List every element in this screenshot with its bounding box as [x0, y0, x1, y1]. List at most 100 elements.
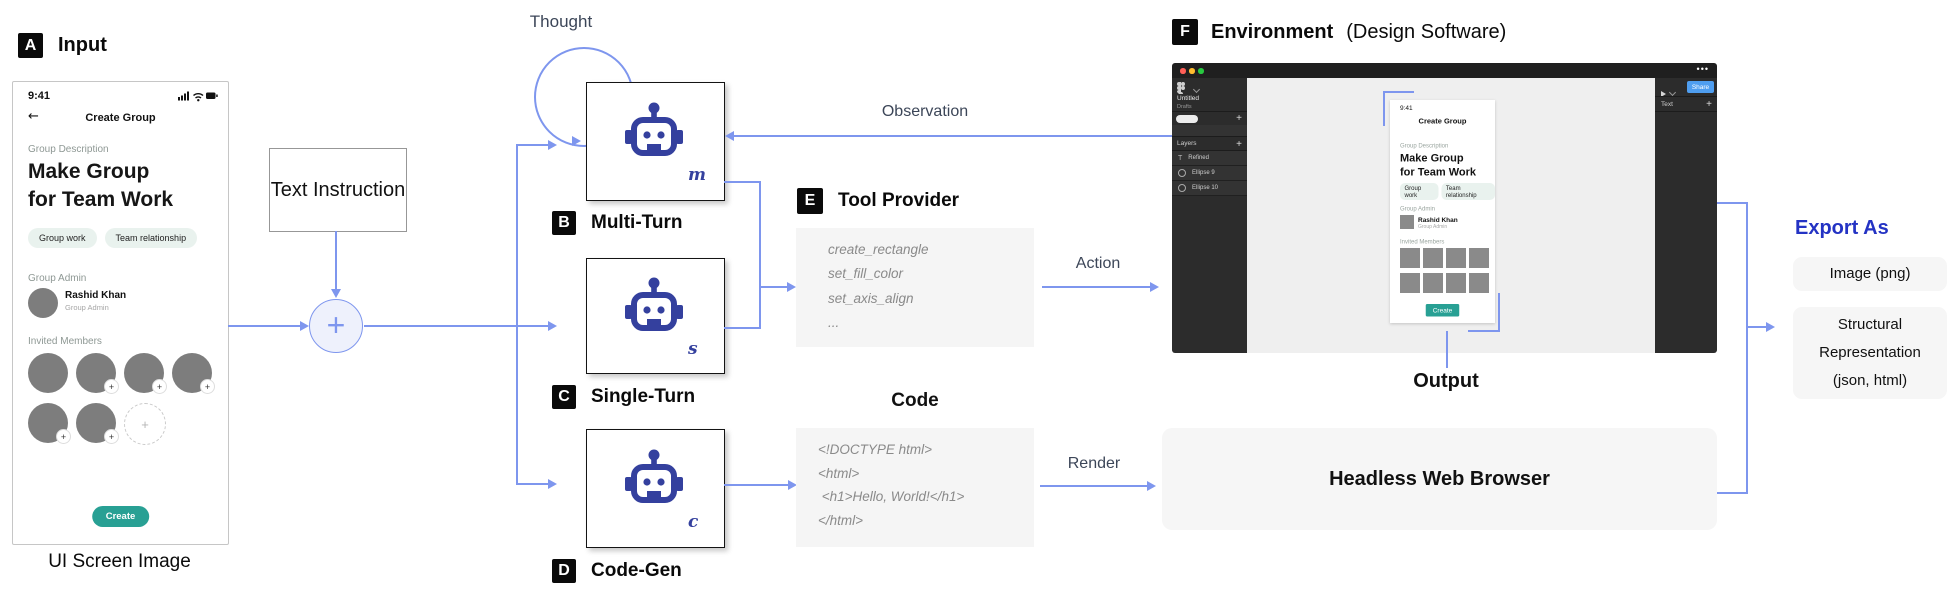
design-software-window: ••• Untitled Drafts + Layers + — [1172, 63, 1717, 353]
layer-item-ellipse-10[interactable]: Ellipse 10 — [1172, 181, 1247, 196]
layer-name: Ellipse 9 — [1192, 170, 1215, 176]
present-icon[interactable] — [1661, 84, 1677, 102]
mini-heading-line2: for Team Work — [1400, 165, 1476, 178]
mini-desc-label: Group Description — [1400, 142, 1449, 149]
robot-icon — [622, 276, 686, 336]
admin-role: Group Admin — [65, 303, 109, 312]
create-button[interactable]: Create — [91, 506, 150, 527]
badge-e: E — [797, 188, 823, 214]
layers-sidebar: Untitled Drafts + Layers + T Refined Ell… — [1172, 78, 1247, 353]
mini-admin-role: Group Admin — [1418, 224, 1448, 230]
mini-heading: Make Group for Team Work — [1400, 151, 1476, 179]
chip-team-relationship[interactable]: Team relationship — [104, 228, 198, 248]
code-line: <!DOCTYPE html> — [818, 442, 933, 457]
mini-chip-row: Group work Team relationship — [1400, 183, 1495, 200]
file-name[interactable]: Untitled — [1177, 95, 1200, 102]
arrowhead — [1766, 322, 1775, 332]
arrow-instruction-to-plus — [335, 231, 337, 289]
ellipse-layer-icon — [1178, 184, 1186, 192]
add-member-icon[interactable]: + — [200, 379, 215, 394]
member-avatar: + — [28, 403, 71, 444]
add-text-style-icon[interactable]: + — [1706, 99, 1712, 110]
tool-provider-title: Tool Provider — [838, 190, 960, 211]
export-bracket — [1746, 202, 1748, 494]
admin-avatar — [28, 288, 58, 318]
back-icon[interactable]: ← — [28, 109, 39, 124]
add-member-icon[interactable]: + — [104, 379, 119, 394]
mini-chip: Group work — [1400, 183, 1439, 200]
member-avatar: + — [76, 353, 119, 394]
mini-heading-line1: Make Group — [1400, 151, 1464, 165]
arrowhead — [1150, 282, 1159, 292]
arrow-phone-to-plus — [228, 325, 304, 327]
invited-members-label: Invited Members — [28, 336, 102, 347]
agent-subscript: s — [688, 339, 698, 359]
figma-logo-icon — [1177, 81, 1201, 99]
layer-item-refined[interactable]: T Refined — [1172, 151, 1247, 166]
output-label: Output — [1413, 370, 1479, 392]
arrowhead — [1147, 481, 1156, 491]
layer-name: Ellipse 10 — [1192, 185, 1219, 191]
selection-bracket — [1383, 91, 1414, 93]
single-out-line — [724, 327, 761, 329]
member-avatar: + — [172, 353, 215, 394]
multi-out-line — [724, 181, 761, 183]
add-member-slot[interactable]: + — [124, 403, 166, 445]
status-icons — [178, 91, 218, 102]
layer-name: Refined — [1188, 155, 1209, 161]
mini-member-square — [1400, 248, 1420, 268]
chip-group-work[interactable]: Group work — [28, 228, 97, 248]
arrowhead — [787, 282, 796, 292]
add-member-icon[interactable]: + — [104, 429, 119, 444]
chevron-down-icon[interactable] — [1193, 85, 1201, 94]
badge-c: C — [552, 385, 576, 409]
share-button[interactable]: Share — [1687, 81, 1714, 93]
layers-header-row: Layers + — [1172, 137, 1247, 151]
arrowhead — [548, 321, 557, 331]
branch-line — [516, 144, 518, 485]
selection-bracket — [1498, 293, 1500, 332]
minimize-icon[interactable] — [1189, 68, 1195, 74]
properties-panel: Share Text + — [1655, 78, 1717, 353]
mini-member-square — [1469, 248, 1489, 268]
text-panel-row: Text + — [1655, 96, 1717, 112]
code-box: <!DOCTYPE html> <html> <h1>Hello, World!… — [796, 428, 1034, 547]
maximize-icon[interactable] — [1198, 68, 1204, 74]
section-e-header: E Tool Provider — [797, 188, 959, 214]
robot-icon — [622, 101, 686, 161]
close-icon[interactable] — [1180, 68, 1186, 74]
mini-member-square — [1446, 248, 1466, 268]
environment-subtitle: (Design Software) — [1346, 20, 1507, 43]
chip-row: Group work Team relationship — [28, 228, 198, 248]
agent-code-gen-box: c — [586, 429, 725, 548]
export-bracket — [1717, 492, 1748, 494]
export-structural-pill: Structural Representation (json, html) — [1793, 307, 1947, 399]
export-image-pill: Image (png) — [1793, 257, 1947, 291]
add-layer-icon[interactable]: + — [1236, 138, 1242, 150]
add-page-icon[interactable]: + — [1236, 113, 1242, 124]
page-pill[interactable] — [1176, 114, 1198, 123]
phone-mockup: 9:41 ← Create Group Group Description Ma… — [12, 81, 229, 545]
tool-line: set_axis_align — [828, 290, 914, 306]
single-turn-label: Single-Turn — [591, 386, 696, 407]
multi-turn-label: Multi-Turn — [591, 212, 683, 233]
headless-browser-box: Headless Web Browser — [1162, 428, 1717, 530]
canvas-artboard[interactable]: 9:41 Create Group Group Description Make… — [1390, 100, 1495, 323]
page-row: + — [1172, 111, 1247, 126]
text-instruction-box: Text Instruction — [269, 148, 407, 232]
arrowhead — [725, 131, 734, 141]
agent-subscript: m — [688, 165, 706, 185]
add-member-icon[interactable]: + — [152, 379, 167, 394]
badge-d: D — [552, 559, 576, 583]
overflow-menu-icon[interactable]: ••• — [1696, 64, 1709, 74]
window-titlebar: ••• — [1172, 63, 1717, 78]
thought-label: Thought — [529, 12, 593, 31]
tool-line: set_fill_color — [828, 266, 904, 282]
mini-admin-avatar — [1400, 215, 1414, 229]
add-member-icon[interactable]: + — [56, 429, 71, 444]
section-c-header: C Single-Turn — [552, 385, 695, 409]
layer-item-ellipse-9[interactable]: Ellipse 9 — [1172, 166, 1247, 181]
section-f-header: F Environment (Design Software) — [1172, 19, 1506, 45]
section-b-header: B Multi-Turn — [552, 211, 682, 235]
